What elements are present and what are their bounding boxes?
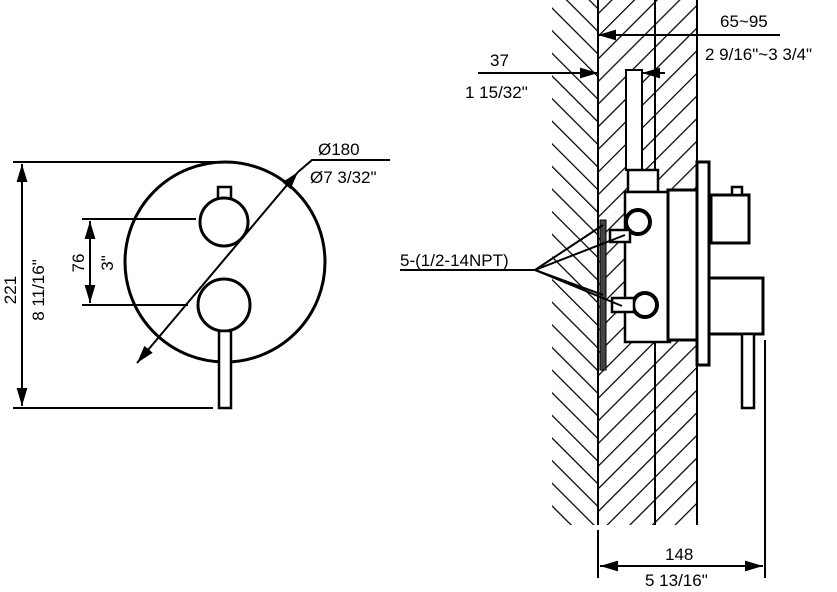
escutcheon-side — [695, 160, 711, 367]
projection-dimension: 148 5 13/16" — [597, 340, 766, 590]
wall-range-in-label: 2 9/16"~3 3/4" — [705, 45, 812, 64]
lower-port-nipple — [610, 296, 636, 314]
height-mm-label: 221 — [1, 276, 20, 304]
front-view: 221 8 11/16" 76 3" Ø180 Ø7 3/32" — [1, 140, 390, 410]
height-dimension: 221 8 11/16" — [1, 161, 225, 409]
diameter-in-label: Ø7 3/32" — [310, 168, 377, 187]
lever-handle — [217, 329, 233, 410]
upper-port-fitting — [624, 208, 652, 236]
depth-in-label: 1 15/32" — [465, 83, 528, 102]
spacing-in-label: 3" — [98, 255, 117, 271]
side-view: 65~95 2 9/16"~3 3/4" 37 1 15/32" 5-(1/2-… — [400, 0, 812, 590]
depth-dimension: 37 1 15/32" — [465, 51, 665, 102]
wall-hatch-outer — [552, 0, 598, 525]
valve-top-port — [626, 168, 660, 194]
projection-in-label: 5 13/16" — [645, 571, 708, 590]
spacing-mm-label: 76 — [69, 254, 88, 273]
port-leader: 5-(1/2-14NPT) — [400, 224, 626, 307]
diameter-dimension: Ø180 Ø7 3/32" — [136, 140, 390, 364]
diameter-mm-label: Ø180 — [318, 140, 360, 159]
height-in-label: 8 11/16" — [29, 259, 48, 321]
side-knob — [709, 193, 751, 245]
wall-range-dimension: 65~95 2 9/16"~3 3/4" — [598, 12, 812, 64]
valve-cartridge-housing — [666, 188, 699, 342]
side-knob-tab — [730, 185, 744, 197]
depth-mm-label: 37 — [490, 51, 509, 70]
lower-knob — [196, 277, 252, 333]
side-lever-handle — [740, 332, 756, 410]
port-label: 5-(1/2-14NPT) — [400, 251, 509, 270]
projection-mm-label: 148 — [665, 545, 693, 564]
lower-port-fitting — [631, 291, 659, 319]
wall-range-mm-label: 65~95 — [720, 12, 768, 31]
riser-pipe — [625, 69, 643, 171]
side-lever-body — [707, 276, 765, 336]
